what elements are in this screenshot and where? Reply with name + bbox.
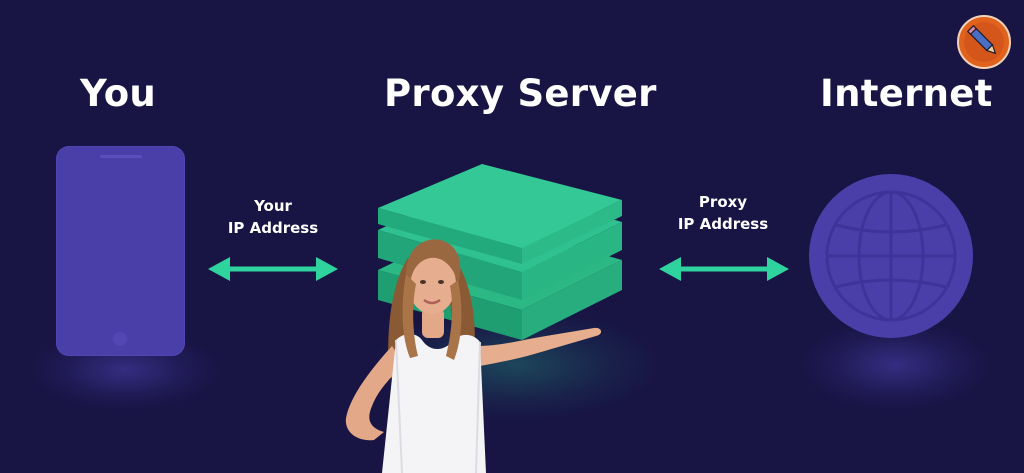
double-arrow-right-icon: [659, 257, 789, 281]
presenter-woman-image: [345, 239, 602, 473]
phone-home-button: [113, 332, 127, 346]
globe-icon: [809, 174, 973, 338]
proxy-ip-caption-line1: Proxy: [698, 193, 748, 211]
proxy-ip-caption: Proxy IP Address: [658, 191, 788, 235]
heading-internet: Internet: [820, 72, 993, 115]
pencil-logo-icon: [957, 15, 1011, 69]
phone-speaker: [100, 155, 142, 158]
heading-you: You: [80, 72, 157, 115]
your-ip-caption-line2: IP Address: [227, 219, 319, 237]
your-ip-caption-line1: Your: [254, 197, 292, 215]
proxy-ip-caption-line2: IP Address: [677, 215, 769, 233]
double-arrow-left-icon: [208, 257, 338, 281]
smartphone-icon: [56, 146, 185, 356]
server-top-layer: [378, 164, 622, 264]
heading-proxy-server: Proxy Server: [384, 72, 657, 115]
your-ip-caption: Your IP Address: [208, 195, 338, 239]
